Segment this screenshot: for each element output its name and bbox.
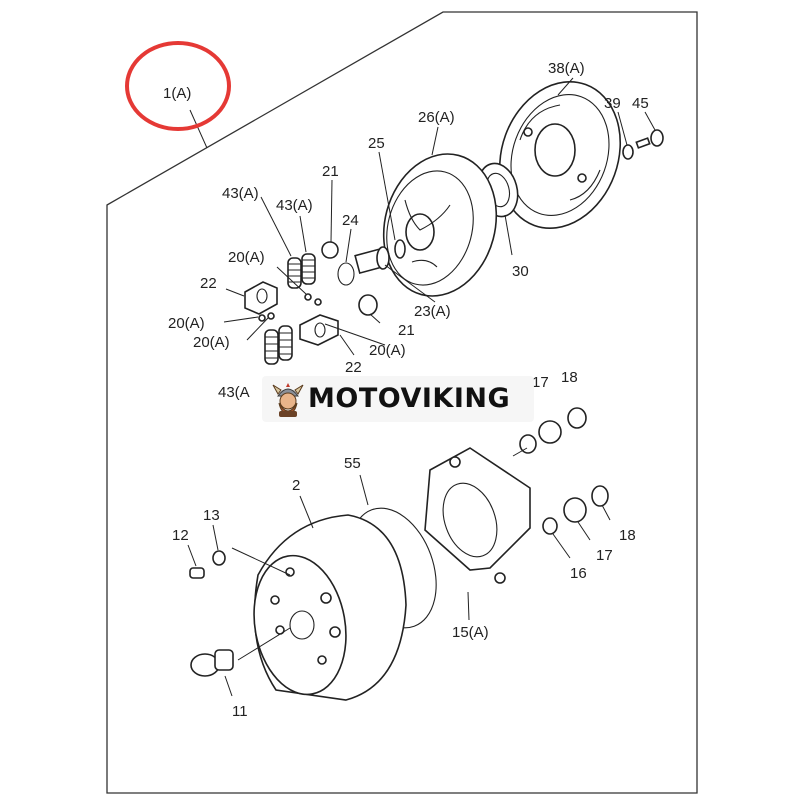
o-ring-24 [337,262,355,286]
collar-21-lower [358,294,378,316]
callout-23: 23(A) [414,303,451,320]
plate-26 [382,153,498,297]
block-22-lower [299,314,339,346]
block-22-upper [244,281,278,315]
callout-45: 45 [632,95,649,112]
plug-23 [354,246,390,275]
callout-38: 38(A) [548,60,585,77]
washer-13 [212,550,226,566]
callout-2: 2 [292,477,300,494]
housing-15 [424,447,531,584]
callout-43-lower: 43(A [218,384,250,401]
watermark-banner: MOTOVIKING [262,376,534,422]
callout-15: 15(A) [452,624,489,641]
collar-21-upper [321,241,339,259]
washer-18-lower [591,485,609,507]
callout-16: 16 [570,565,587,582]
callout-11: 11 [232,703,248,720]
body-2 [253,514,407,701]
collar-16-lower [542,517,558,535]
assembly-label: 1(A) [163,85,191,102]
callout-24: 24 [342,212,359,229]
spacer-17-lower [563,497,587,523]
callout-21-upper: 21 [322,163,339,180]
callout-12: 12 [172,527,189,544]
callout-13: 13 [203,507,220,524]
callout-25: 25 [368,135,385,152]
callout-26: 26(A) [418,109,455,126]
highlight-circle [125,41,231,131]
callout-43-left: 43(A) [222,185,259,202]
ring-25 [394,239,406,259]
bolt-45 [635,129,664,149]
callout-18-lower: 18 [619,527,636,544]
bolt-12 [189,567,205,579]
cover-plate-38 [498,80,622,230]
spacer-17-upper [538,420,562,444]
callout-43-right: 43(A) [276,197,313,214]
spring-43-pair-lower [264,325,293,365]
callout-30: 30 [512,263,529,280]
callout-20-left: 20(A) [168,315,205,332]
callout-39: 39 [604,95,621,112]
spring-43-pair-upper [287,253,316,289]
callout-17-upper: 17 [532,374,549,391]
callout-22-upper: 22 [200,275,217,292]
callout-21-lower: 21 [398,322,415,339]
viking-mascot-icon [272,383,304,417]
callout-20-right: 20(A) [369,342,406,359]
leader-lines [187,77,656,697]
collar-16-upper [519,434,537,454]
callout-18-upper: 18 [561,369,578,386]
brand-name: MOTOVIKING [308,383,511,414]
callout-22-lower: 22 [345,359,362,376]
callout-20-top: 20(A) [228,249,265,266]
diagram-frame [106,11,698,794]
washer-39 [622,144,634,160]
callout-20-left-lower: 20(A) [193,334,230,351]
callout-17-lower: 17 [596,547,613,564]
plug-11 [190,649,234,677]
callout-55: 55 [344,455,361,472]
washer-18-upper [567,407,587,429]
